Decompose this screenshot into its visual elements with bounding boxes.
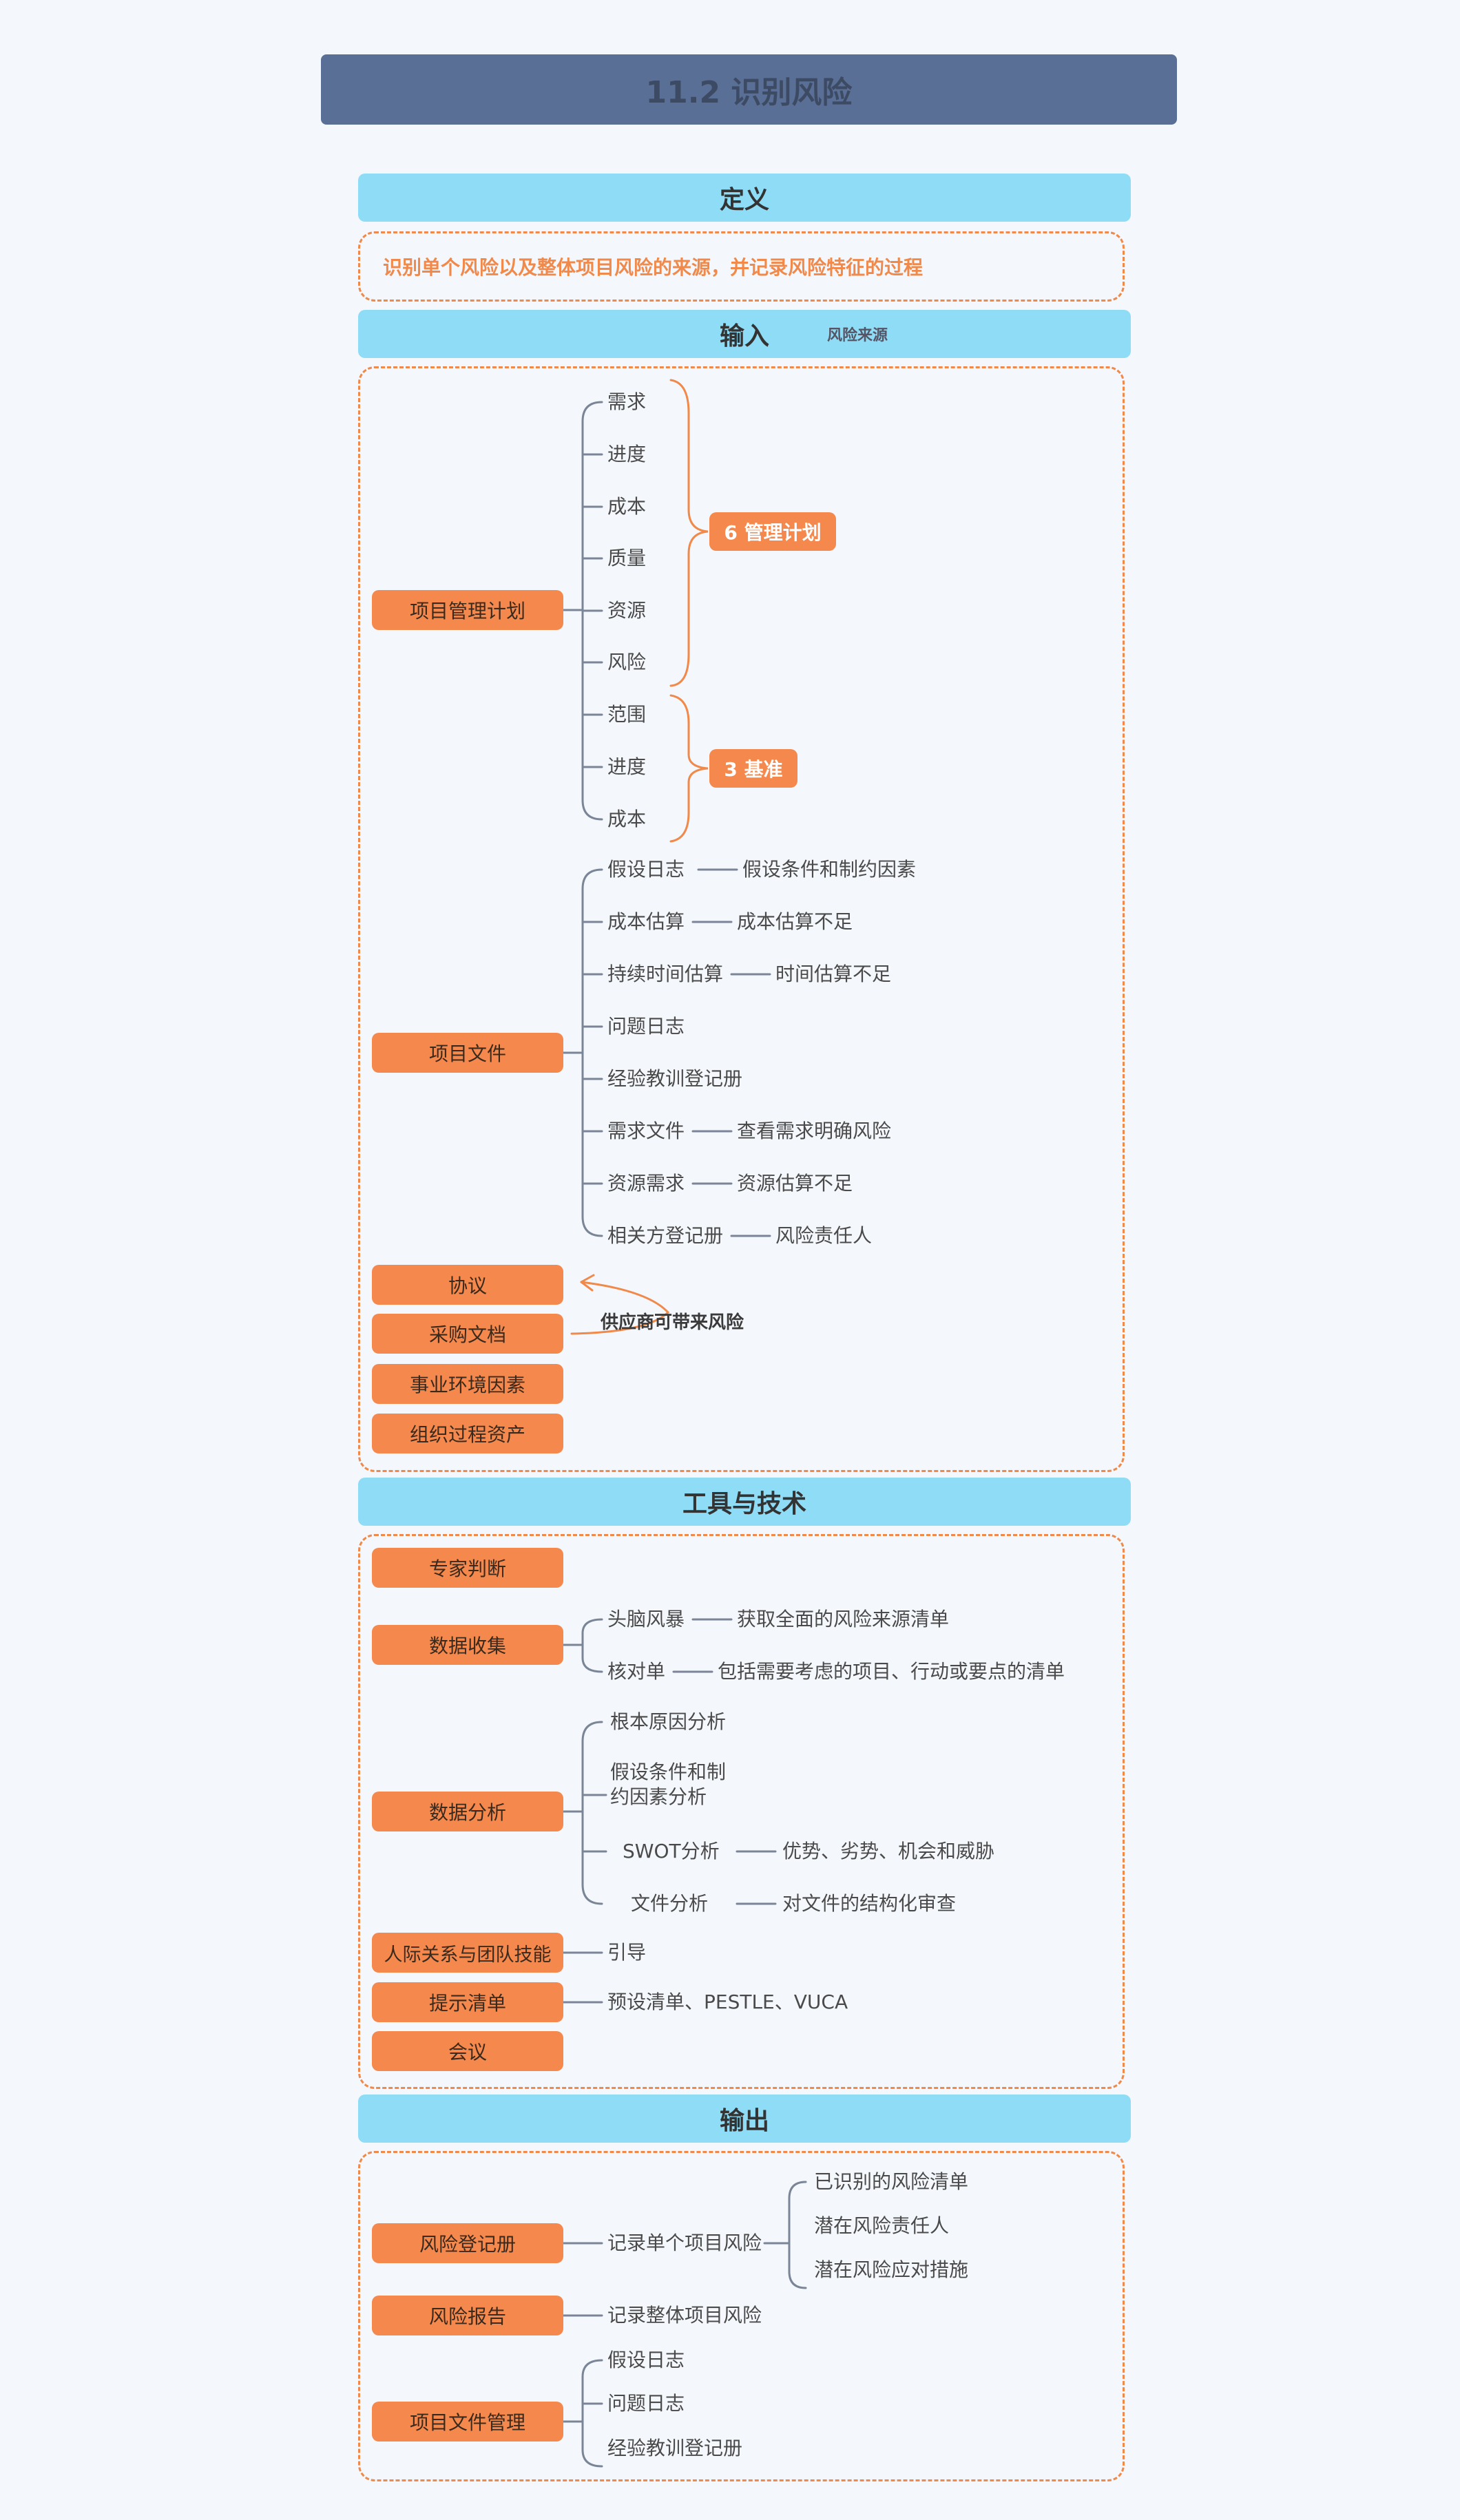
definition-box xyxy=(358,231,1125,302)
data-gathering-item: 核对单 xyxy=(607,1660,666,1683)
doc-update-item: 经验教训登记册 xyxy=(607,2437,743,2459)
section-tools-label: 工具与技术 xyxy=(682,1490,806,1518)
data-gathering-item: 头脑风暴 xyxy=(607,1608,685,1630)
pm-plan-item: 质量 xyxy=(607,547,647,569)
data-gathering-note: 获取全面的风险来源清单 xyxy=(737,1608,950,1630)
doc-item: 需求文件 xyxy=(607,1120,685,1142)
data-analysis-item: 文件分析 xyxy=(631,1892,709,1915)
node-procurement-documents[interactable]: 采购文档 xyxy=(372,1314,563,1354)
node-opa[interactable]: 组织过程资产 xyxy=(372,1414,563,1453)
node-data-analysis[interactable]: 数据分析 xyxy=(372,1792,563,1831)
doc-item-note: 时间估算不足 xyxy=(775,963,892,985)
doc-item: 持续时间估算 xyxy=(607,963,724,985)
node-data-gathering[interactable]: 数据收集 xyxy=(372,1625,563,1665)
risk-report-item: 记录整体项目风险 xyxy=(607,2304,762,2327)
doc-item: 资源需求 xyxy=(607,1172,685,1195)
inputs-box xyxy=(358,366,1125,1472)
data-analysis-note: 优势、劣势、机会和威胁 xyxy=(782,1840,995,1862)
doc-item-note: 查看需求明确风险 xyxy=(737,1120,892,1142)
risk-register-subitem: 潜在风险责任人 xyxy=(814,2214,950,2237)
pm-plan-item: 范围 xyxy=(607,703,647,726)
node-pm-plan[interactable]: 项目管理计划 xyxy=(372,590,563,630)
section-tools-header: 工具与技术 xyxy=(358,1478,1131,1526)
pm-plan-item: 成本 xyxy=(607,495,647,518)
pm-plan-item: 需求 xyxy=(607,390,647,413)
doc-item: 经验教训登记册 xyxy=(607,1067,743,1090)
node-expert-judgment[interactable]: 专家判断 xyxy=(372,1548,563,1588)
node-prompt-lists[interactable]: 提示清单 xyxy=(372,1982,563,2022)
doc-item: 假设日志 xyxy=(607,858,685,881)
outputs-box xyxy=(358,2151,1125,2481)
tag-baselines: 3 基准 xyxy=(709,749,797,788)
data-analysis-item: 根本原因分析 xyxy=(610,1710,727,1733)
data-gathering-note: 包括需要考虑的项目、行动或要点的清单 xyxy=(718,1660,1065,1683)
node-agreements[interactable]: 协议 xyxy=(372,1265,563,1305)
doc-item: 相关方登记册 xyxy=(607,1224,724,1247)
data-analysis-note: 对文件的结构化审查 xyxy=(782,1892,957,1915)
doc-update-item: 问题日志 xyxy=(607,2392,685,2415)
node-risk-report[interactable]: 风险报告 xyxy=(372,2296,563,2335)
node-meetings[interactable]: 会议 xyxy=(372,2031,563,2071)
doc-item-note: 风险责任人 xyxy=(775,1224,873,1247)
section-definition-label: 定义 xyxy=(719,186,769,214)
pm-plan-item: 成本 xyxy=(607,808,647,830)
risk-register-subitem: 潜在风险应对措施 xyxy=(814,2258,969,2281)
tools-box xyxy=(358,1534,1125,2089)
risk-register-subitem: 已识别的风险清单 xyxy=(814,2170,969,2193)
page-title: 11.2 识别风险 xyxy=(321,54,1177,125)
prompt-lists-item: 预设清单、PESTLE、VUCA xyxy=(607,1991,848,2013)
section-inputs-label: 输入 xyxy=(719,322,769,350)
node-eef[interactable]: 事业环境因素 xyxy=(372,1364,563,1404)
doc-item: 成本估算 xyxy=(607,910,685,933)
inputs-aside-label: 风险来源 xyxy=(827,327,888,344)
pm-plan-item: 进度 xyxy=(607,443,647,465)
doc-item-note: 资源估算不足 xyxy=(737,1172,853,1195)
doc-update-item: 假设日志 xyxy=(607,2349,685,2371)
section-outputs-header: 输出 xyxy=(358,2094,1131,2143)
pm-plan-item: 风险 xyxy=(607,651,647,673)
doc-item: 问题日志 xyxy=(607,1015,685,1038)
interpersonal-item: 引导 xyxy=(607,1941,647,1964)
data-analysis-item: 假设条件和制 约因素分析 xyxy=(610,1761,727,1808)
risk-register-item: 记录单个项目风险 xyxy=(607,2232,762,2254)
node-project-doc-updates[interactable]: 项目文件管理 xyxy=(372,2402,563,2442)
supplier-risk-note: 供应商可带来风险 xyxy=(601,1312,744,1333)
tag-management-plans: 6 管理计划 xyxy=(709,512,836,551)
data-analysis-item: SWOT分析 xyxy=(623,1840,720,1862)
section-outputs-label: 输出 xyxy=(719,2107,769,2135)
pm-plan-item: 进度 xyxy=(607,755,647,778)
section-definition-header: 定义 xyxy=(358,174,1131,222)
node-risk-register[interactable]: 风险登记册 xyxy=(372,2223,563,2263)
section-inputs-header: 输入 风险来源 xyxy=(358,310,1131,358)
node-project-documents[interactable]: 项目文件 xyxy=(372,1033,563,1073)
doc-item-note: 成本估算不足 xyxy=(737,910,853,933)
doc-item-note: 假设条件和制约因素 xyxy=(742,858,917,881)
definition-text: 识别单个风险以及整体项目风险的来源，并记录风险特征的过程 xyxy=(383,256,924,279)
pm-plan-item: 资源 xyxy=(607,599,647,622)
node-interpersonal-skills[interactable]: 人际关系与团队技能 xyxy=(372,1933,563,1973)
